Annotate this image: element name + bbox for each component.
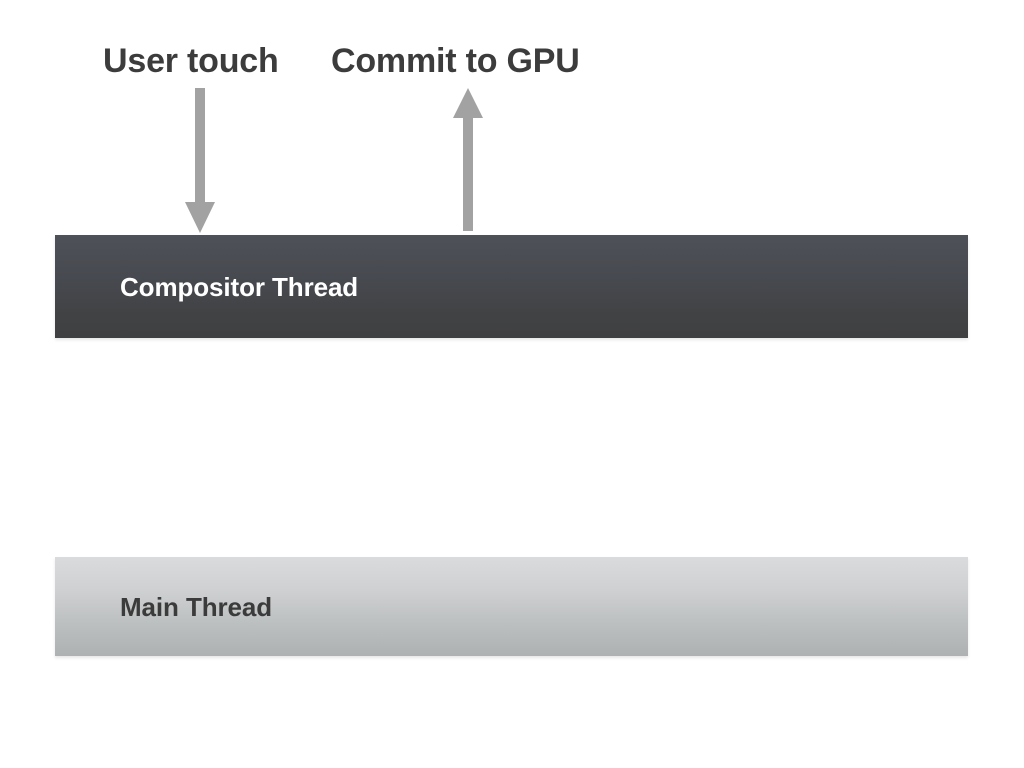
bar-compositor-thread: Compositor Thread bbox=[55, 235, 968, 338]
arrow-up-icon-commit-to-gpu bbox=[453, 88, 483, 231]
label-commit-to-gpu: Commit to GPU bbox=[331, 42, 580, 80]
bar-main-thread: Main Thread bbox=[55, 557, 968, 656]
bar-label-compositor-thread: Compositor Thread bbox=[120, 271, 359, 302]
label-user-touch: User touch bbox=[103, 42, 279, 80]
bar-label-main-thread: Main Thread bbox=[120, 591, 273, 622]
arrow-down-icon-user-touch bbox=[185, 88, 215, 233]
